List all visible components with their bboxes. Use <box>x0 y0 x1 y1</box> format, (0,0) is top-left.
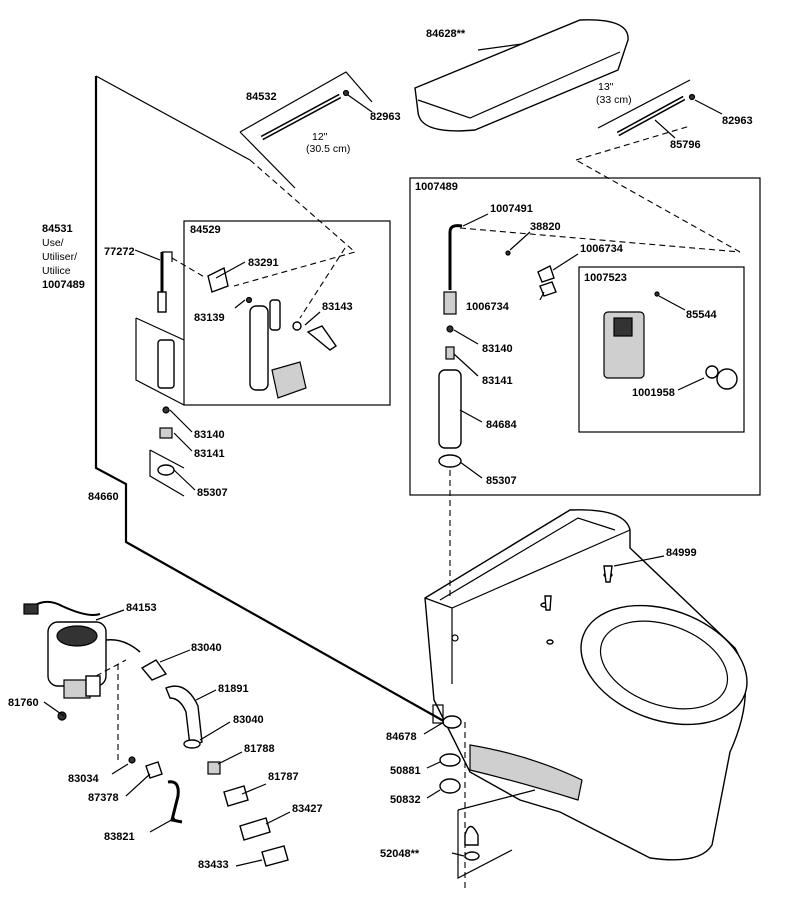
label-83034: 83034 <box>68 773 99 785</box>
label-77272: 77272 <box>104 246 135 258</box>
label-82963-left: 82963 <box>370 111 401 123</box>
label-81788: 81788 <box>244 743 275 755</box>
label-85307-right: 85307 <box>486 475 517 487</box>
label-84999: 84999 <box>666 547 697 559</box>
label-1006734-bottom: 1006734 <box>466 301 510 313</box>
label-83040-top: 83040 <box>191 642 222 654</box>
label-81891: 81891 <box>218 683 249 695</box>
label-1007491: 1007491 <box>490 203 533 215</box>
label-83427: 83427 <box>292 803 323 815</box>
fill-valve-assembly <box>207 266 337 399</box>
label-50881: 50881 <box>390 765 421 777</box>
label-84153: 84153 <box>126 602 157 614</box>
label-52048: 52048** <box>380 848 420 860</box>
label-85544: 85544 <box>686 309 717 321</box>
label-87378: 87378 <box>88 792 119 804</box>
tank-lid <box>414 19 629 132</box>
label-1007523: 1007523 <box>584 272 627 284</box>
label-83140-left: 83140 <box>194 429 225 441</box>
label-30-5cm: (30.5 cm) <box>306 143 350 155</box>
label-1006734-top: 1006734 <box>580 243 624 255</box>
label-83433: 83433 <box>198 859 229 871</box>
label-81760: 81760 <box>8 697 39 709</box>
label-38820: 38820 <box>530 221 561 233</box>
label-83140-right: 83140 <box>482 343 513 355</box>
label-83040-bottom: 83040 <box>233 714 264 726</box>
label-use: Use/ <box>42 237 64 249</box>
rod-frame-85796 <box>597 79 696 137</box>
box-84529 <box>183 220 391 406</box>
flush-valve-assembly <box>438 224 557 468</box>
part-77272 <box>157 251 173 313</box>
label-84529: 84529 <box>190 224 221 236</box>
label-12in: 12" <box>312 131 328 143</box>
label-83821: 83821 <box>104 831 135 843</box>
label-84660: 84660 <box>88 491 119 503</box>
box-1007523 <box>578 266 745 433</box>
label-84628: 84628** <box>426 28 466 40</box>
label-13in: 13" <box>598 81 614 93</box>
label-83139: 83139 <box>194 312 225 324</box>
label-1001958: 1001958 <box>632 387 675 399</box>
label-utiliser: Utiliser/ <box>42 251 77 263</box>
label-84678: 84678 <box>386 731 417 743</box>
label-83141-right: 83141 <box>482 375 513 387</box>
label-85307-left: 85307 <box>197 487 228 499</box>
rod-frame-84532 <box>239 71 373 189</box>
flapper-valve <box>603 291 738 390</box>
label-84532: 84532 <box>246 91 277 103</box>
label-1007489-left: 1007489 <box>42 279 85 291</box>
label-84684: 84684 <box>486 419 517 431</box>
label-50832: 50832 <box>390 794 421 806</box>
label-83143: 83143 <box>322 301 353 313</box>
label-85796: 85796 <box>670 139 701 151</box>
label-83141-left: 83141 <box>194 448 225 460</box>
label-1007489: 1007489 <box>415 181 458 193</box>
label-utilice: Utilice <box>42 265 71 277</box>
label-81787: 81787 <box>268 771 299 783</box>
label-33cm: (33 cm) <box>596 94 632 106</box>
pump-assembly <box>23 600 141 721</box>
box-1007489 <box>409 177 761 496</box>
toilet-bowl <box>424 509 748 861</box>
label-82963-right: 82963 <box>722 115 753 127</box>
label-83291: 83291 <box>248 257 279 269</box>
label-84531: 84531 <box>42 223 73 235</box>
